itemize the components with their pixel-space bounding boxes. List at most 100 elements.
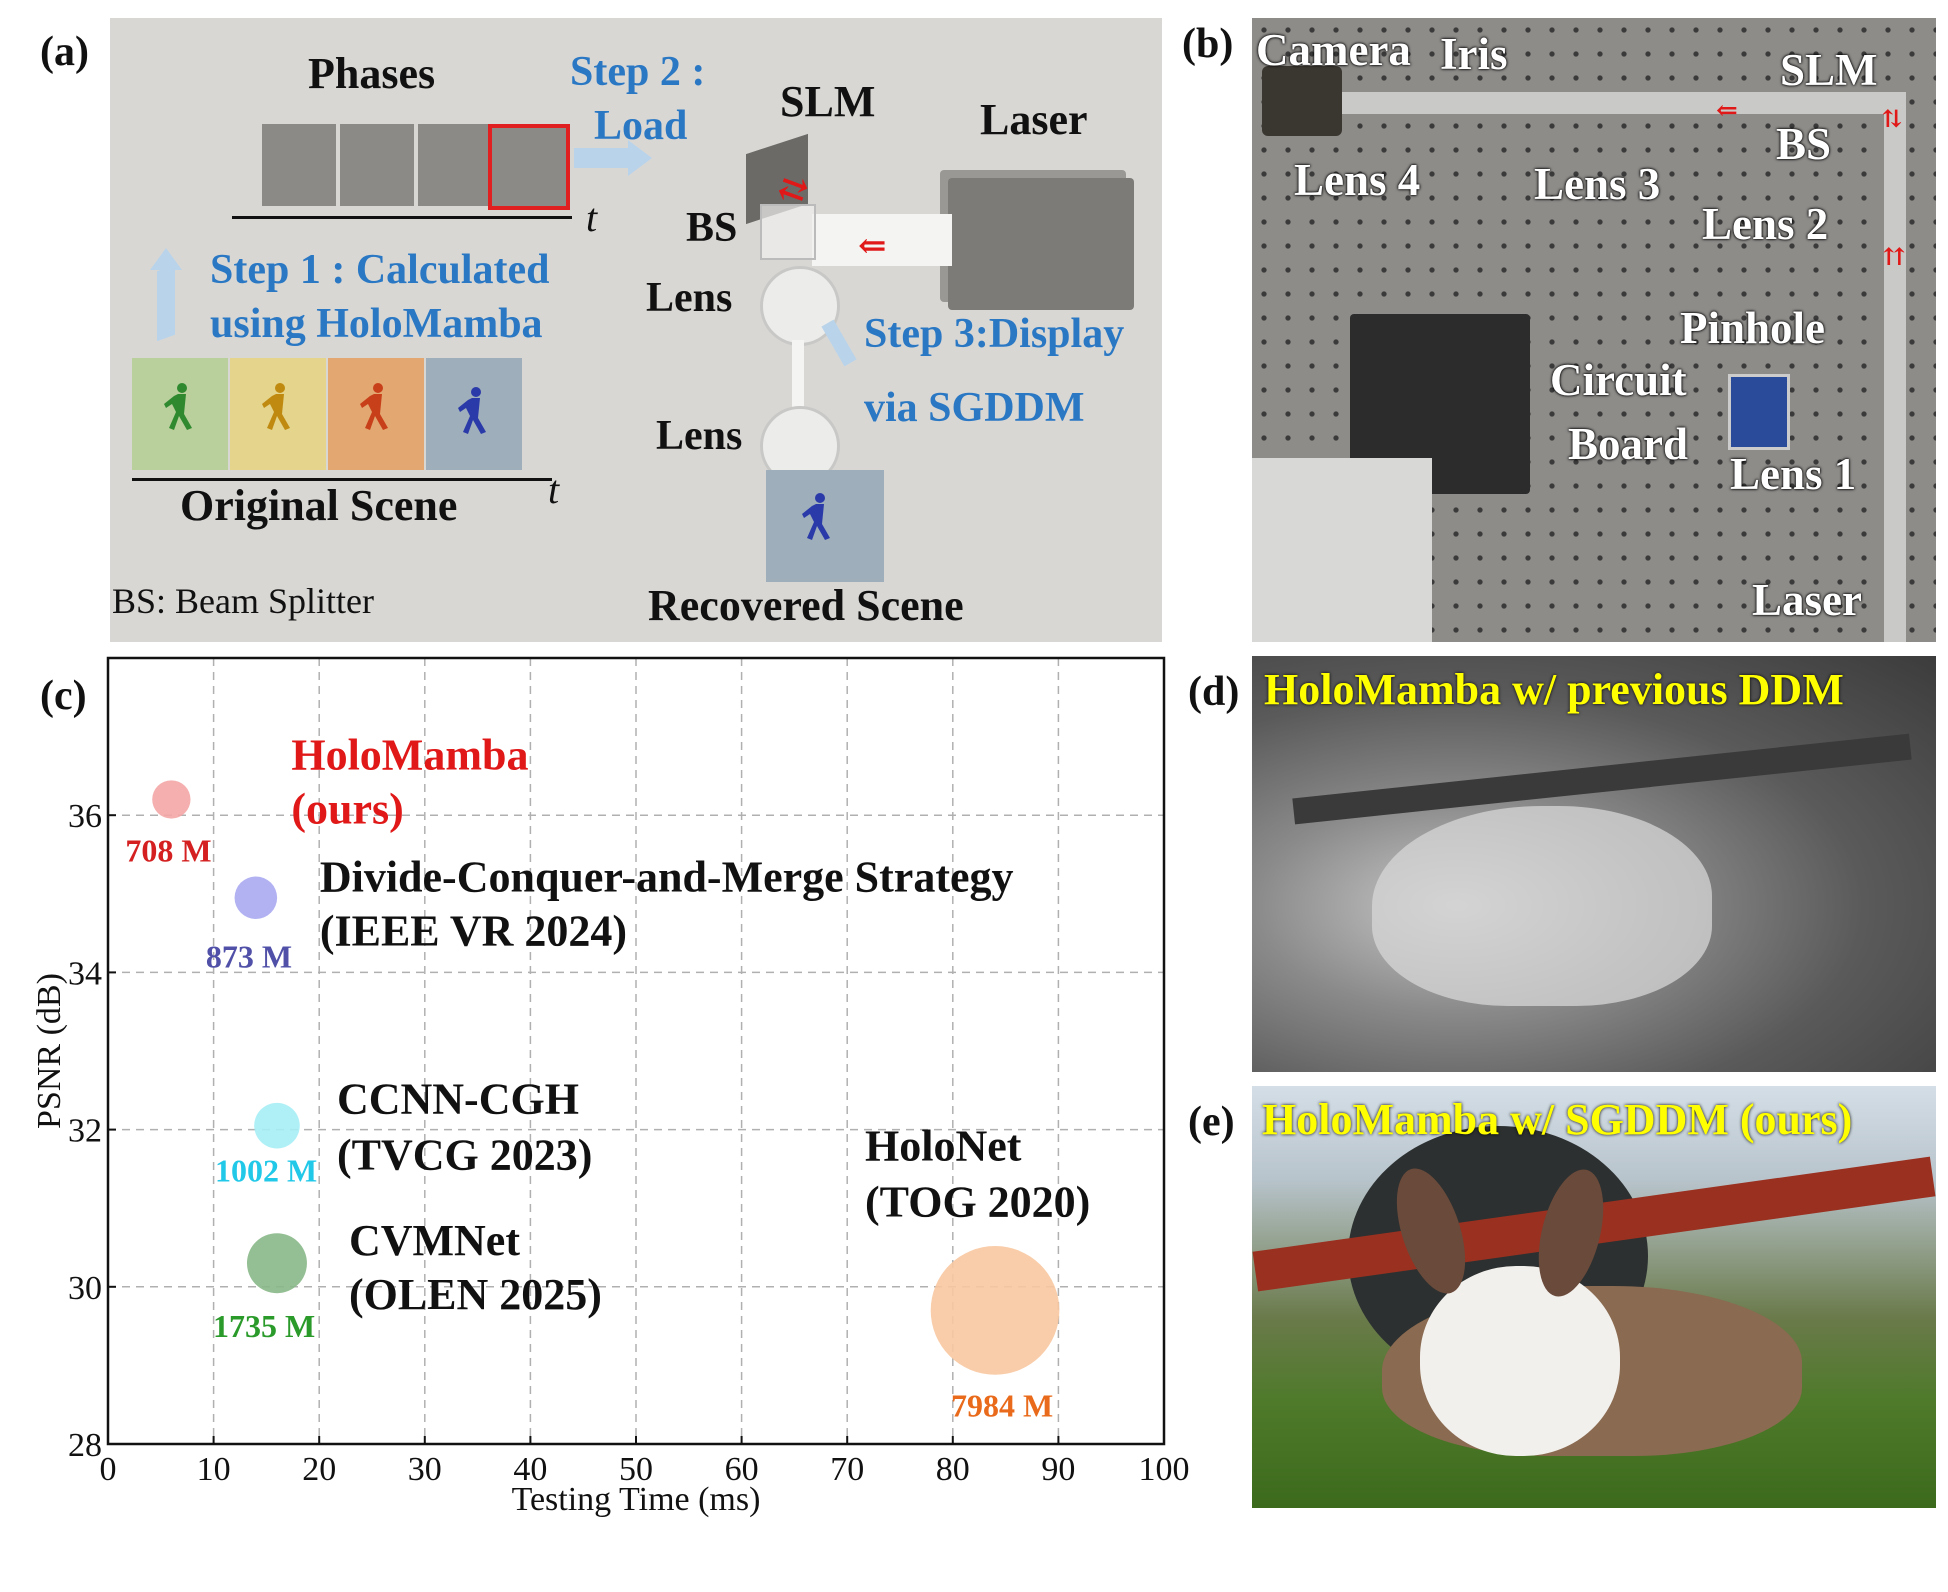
lens4-label: Lens 4 bbox=[1294, 155, 1421, 205]
beam-arrows-top: ⇐ bbox=[1716, 96, 1738, 125]
scene-t-label: t bbox=[548, 467, 560, 512]
point-label: HoloMamba bbox=[291, 730, 528, 779]
panel-a-label: (a) bbox=[40, 29, 89, 75]
x-tick-label: 10 bbox=[197, 1451, 231, 1488]
x-tick-label: 20 bbox=[302, 1451, 336, 1488]
slm-label: SLM bbox=[1780, 45, 1878, 95]
laser-label: Laser bbox=[980, 95, 1088, 144]
step3-arrow bbox=[821, 319, 857, 367]
x-tick-label: 60 bbox=[725, 1451, 759, 1488]
beam-arrows-slm: ⇅ bbox=[1882, 107, 1903, 133]
x-tick-label: 80 bbox=[936, 1451, 970, 1488]
slm-label: SLM bbox=[780, 77, 876, 126]
lens1-label: Lens 1 bbox=[1730, 449, 1857, 499]
circuit-board bbox=[1728, 374, 1790, 450]
x-tick-label: 40 bbox=[513, 1451, 547, 1488]
pinhole-label: Pinhole bbox=[1680, 303, 1826, 353]
point-sublabel: (OLEN 2025) bbox=[349, 1270, 602, 1319]
scene-time-axis bbox=[132, 478, 552, 481]
step1-text-line2: using HoloMamba bbox=[210, 301, 543, 347]
panel-d-caption: HoloMamba w/ previous DDM bbox=[1264, 665, 1844, 714]
data-point bbox=[152, 780, 191, 819]
optical-rail-top bbox=[1292, 92, 1902, 114]
point-params-label: 1002 M bbox=[215, 1153, 317, 1189]
rabbit-face bbox=[1420, 1266, 1620, 1456]
laser-label: Laser bbox=[1752, 575, 1862, 625]
runner-icon bbox=[360, 383, 388, 430]
lens-label-top: Lens bbox=[646, 275, 733, 321]
point-params-label: 873 M bbox=[206, 939, 292, 975]
point-params-label: 7984 M bbox=[951, 1387, 1053, 1423]
runner-icons bbox=[164, 383, 486, 434]
panel-d-label: (d) bbox=[1188, 669, 1240, 715]
step2-arrow bbox=[574, 148, 630, 168]
runner-icon bbox=[262, 383, 290, 430]
laser-controller-device bbox=[1252, 458, 1432, 642]
optical-rail-right bbox=[1884, 92, 1906, 642]
panel-e-caption: HoloMamba w/ SGDDM (ours) bbox=[1262, 1095, 1853, 1144]
step3-text-line1: Step 3:Display bbox=[864, 311, 1125, 357]
panel-d-image: HoloMamba w/ previous DDM bbox=[1252, 656, 1936, 1072]
x-axis-title: Testing Time (ms) bbox=[512, 1481, 761, 1518]
panel-c-label: (c) bbox=[40, 673, 87, 719]
x-tick-label: 90 bbox=[1041, 1451, 1075, 1488]
beam-splitter bbox=[760, 204, 816, 260]
iris-label: Iris bbox=[1440, 29, 1508, 79]
camera-device bbox=[1262, 66, 1342, 136]
point-label: CCNN-CGH bbox=[337, 1075, 579, 1124]
x-tick-label: 100 bbox=[1139, 1451, 1190, 1488]
point-sublabel: (TOG 2020) bbox=[865, 1177, 1090, 1226]
phase-frame-1 bbox=[262, 124, 336, 206]
data-point bbox=[930, 1246, 1060, 1375]
data-point bbox=[234, 876, 278, 920]
step2-arrow-head bbox=[628, 140, 652, 176]
phase-frame-3 bbox=[418, 124, 492, 206]
data-point bbox=[246, 1233, 307, 1294]
beam-cone bbox=[792, 340, 804, 420]
y-axis-title: PSNR (dB) bbox=[31, 973, 68, 1129]
lens3-label: Lens 3 bbox=[1534, 159, 1661, 209]
laser-beam bbox=[812, 214, 952, 266]
x-tick-label: 30 bbox=[408, 1451, 442, 1488]
beam-splitter-footnote: BS: Beam Splitter bbox=[112, 581, 375, 621]
x-tick-label: 0 bbox=[100, 1451, 117, 1488]
y-tick-label: 34 bbox=[68, 955, 102, 992]
panel-e-image: HoloMamba w/ SGDDM (ours) bbox=[1252, 1086, 1936, 1508]
step1-arrow-shaft bbox=[157, 264, 175, 342]
panel-b-label: (b) bbox=[1182, 21, 1234, 67]
point-label: Divide-Conquer-and-Merge Strategy bbox=[320, 853, 1014, 902]
x-tick-label: 50 bbox=[619, 1451, 653, 1488]
panel-b-photo: ⇐ ⇅ ⇈ Camera Iris SLM BS Lens 4 Lens 3 L… bbox=[1252, 18, 1936, 642]
phase-frame-2 bbox=[340, 124, 414, 206]
x-tick-label: 70 bbox=[830, 1451, 864, 1488]
point-sublabel: (IEEE VR 2024) bbox=[320, 907, 627, 956]
rabbit-shape bbox=[1372, 806, 1712, 1006]
camera-label: Camera bbox=[1256, 25, 1411, 75]
point-params-label: 1735 M bbox=[213, 1308, 315, 1344]
step3-text-line2: via SGDDM bbox=[864, 385, 1085, 431]
recovered-scene-label: Recovered Scene bbox=[648, 581, 964, 630]
step1-arrow bbox=[150, 248, 182, 270]
y-tick-label: 32 bbox=[68, 1113, 102, 1150]
point-sublabel: (TVCG 2023) bbox=[337, 1131, 592, 1180]
circuit-label: Circuit bbox=[1550, 355, 1687, 405]
phase-frame-selected bbox=[488, 124, 570, 210]
y-tick-label: 30 bbox=[68, 1270, 102, 1307]
point-params-label: 708 M bbox=[125, 832, 211, 868]
lens-label-bottom: Lens bbox=[656, 413, 743, 459]
phases-title: Phases bbox=[308, 49, 436, 98]
board-label: Board bbox=[1568, 419, 1689, 469]
panel-a-schematic: Phases t Step 1 : Calculated using HoloM… bbox=[110, 18, 1162, 642]
original-scene-label: Original Scene bbox=[180, 481, 458, 530]
laser-device bbox=[948, 178, 1134, 310]
point-label: HoloNet bbox=[865, 1121, 1022, 1170]
beam-arrows-right: ⇈ bbox=[1884, 245, 1905, 271]
runner-icon bbox=[802, 493, 830, 540]
point-label: CVMNet bbox=[349, 1216, 520, 1265]
lens2-label: Lens 2 bbox=[1702, 199, 1829, 249]
bs-label: BS bbox=[686, 205, 738, 251]
point-sublabel: (ours) bbox=[291, 784, 403, 833]
recovered-scene-frame bbox=[766, 470, 884, 582]
data-point bbox=[254, 1102, 300, 1149]
